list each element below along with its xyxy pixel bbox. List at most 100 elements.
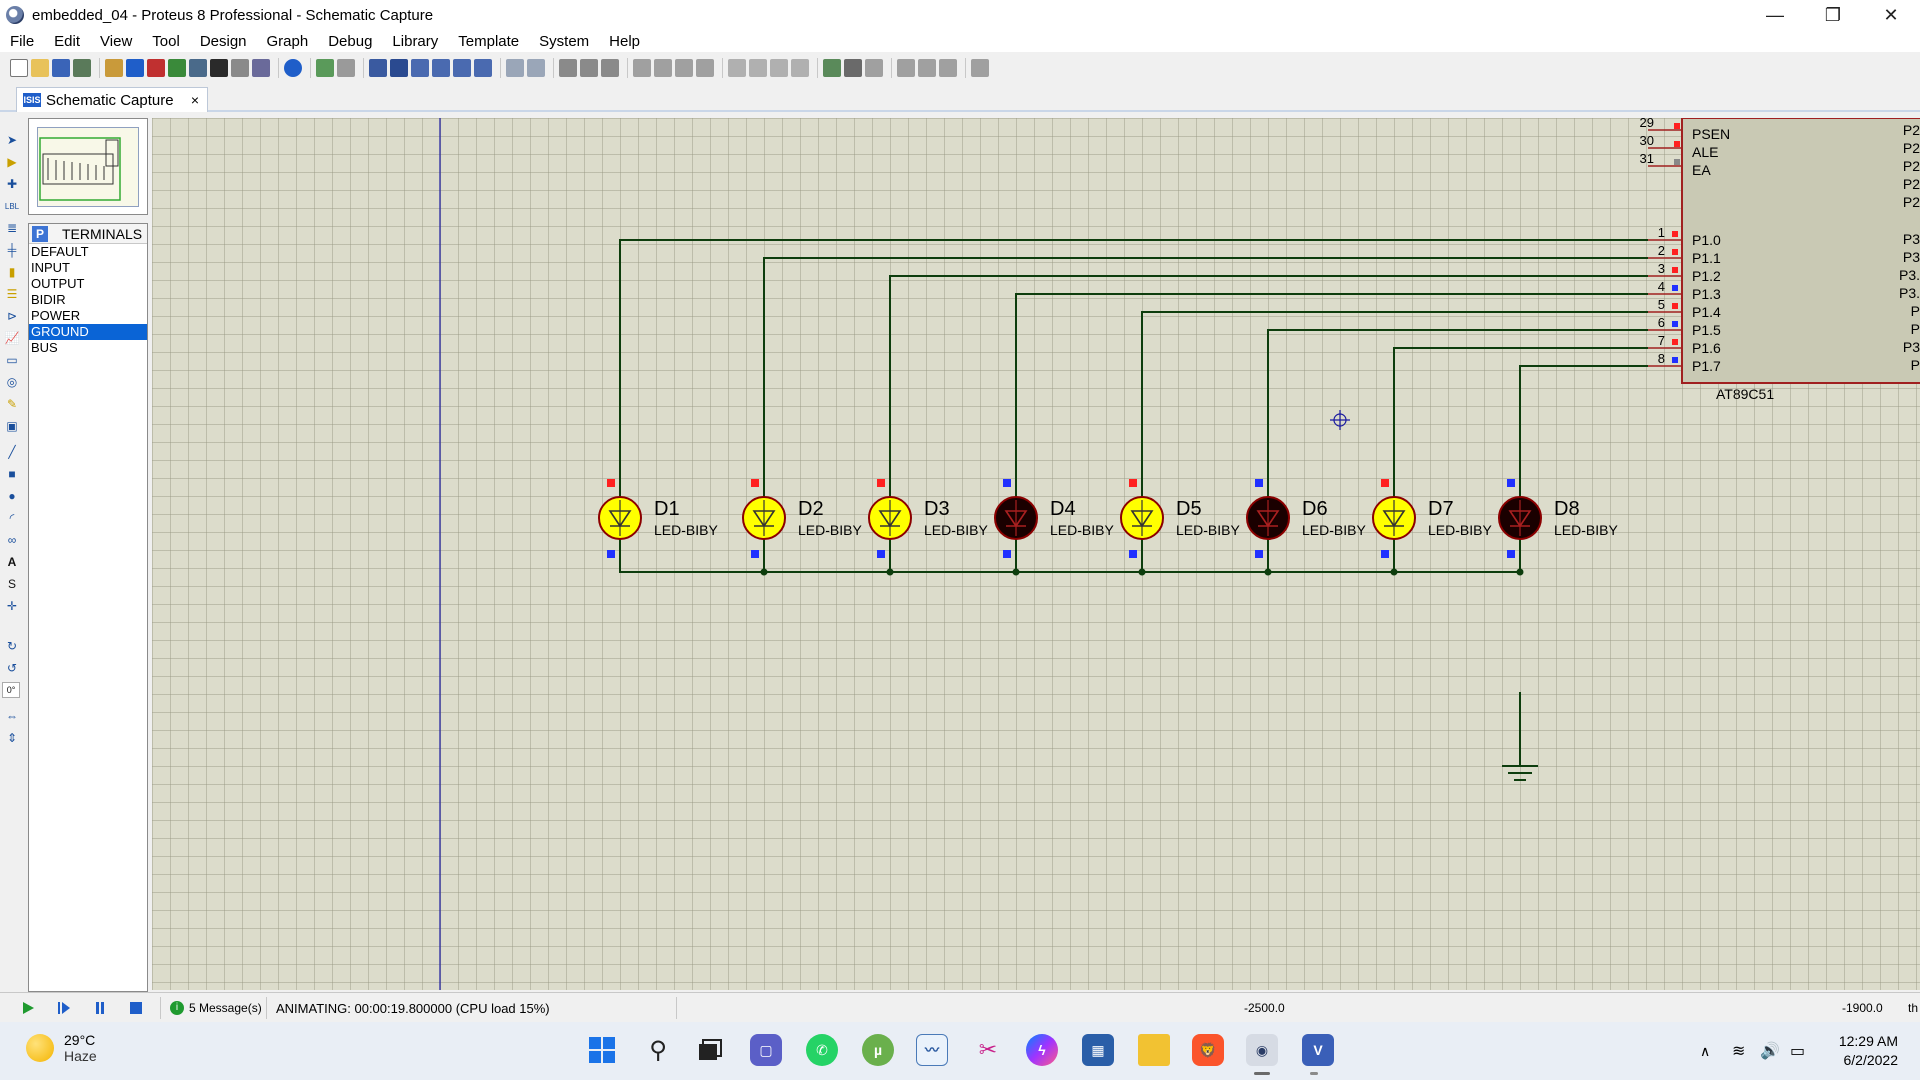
- menu-file[interactable]: File: [10, 32, 35, 50]
- virtual-instrument-icon[interactable]: ▣: [6, 419, 18, 433]
- gerber-icon[interactable]: [168, 59, 186, 77]
- new-file-icon[interactable]: [10, 59, 28, 77]
- zoom-all-icon[interactable]: [453, 59, 471, 77]
- selection-mode-icon[interactable]: ➤: [6, 133, 18, 147]
- wire-P1.0[interactable]: [619, 239, 1648, 500]
- pick-button[interactable]: P: [32, 225, 48, 242]
- origin-icon[interactable]: [369, 59, 387, 77]
- utorrent-icon[interactable]: µ: [862, 1034, 894, 1066]
- menu-edit[interactable]: Edit: [54, 32, 81, 50]
- remove-sheet-icon[interactable]: [918, 59, 936, 77]
- sim-stop-button[interactable]: [128, 993, 144, 1023]
- menu-debug[interactable]: Debug: [328, 32, 373, 50]
- refresh-icon[interactable]: [316, 59, 334, 77]
- terminal-bidir[interactable]: BIDIR: [31, 292, 66, 307]
- pcb-layout-icon[interactable]: [147, 59, 165, 77]
- terminals-mode-icon[interactable]: ☰: [6, 287, 18, 301]
- task-view-icon[interactable]: [694, 1034, 726, 1066]
- tape-recorder-icon[interactable]: ▭: [6, 353, 18, 367]
- common-cathode-wire[interactable]: [619, 536, 1520, 573]
- source-code-icon[interactable]: [210, 59, 228, 77]
- tray-overflow-icon[interactable]: ∧: [1700, 1042, 1711, 1059]
- junction-dot-icon[interactable]: ✚: [6, 177, 18, 191]
- brave-icon[interactable]: 🦁: [1192, 1034, 1224, 1066]
- zoom-area-icon[interactable]: [474, 59, 492, 77]
- mirror-x-icon[interactable]: ⇔: [6, 709, 18, 723]
- wifi-icon[interactable]: ≋: [1732, 1043, 1746, 1060]
- bus-mode-icon[interactable]: ╪: [7, 243, 17, 257]
- menu-tool[interactable]: Tool: [152, 32, 180, 50]
- block-copy-icon[interactable]: [633, 59, 651, 77]
- ground-symbol[interactable]: [1502, 692, 1538, 781]
- line-tool-icon[interactable]: ╱: [8, 445, 16, 459]
- grid-icon[interactable]: [337, 59, 355, 77]
- vivado-icon[interactable]: V: [1302, 1034, 1334, 1066]
- tab-schematic-capture[interactable]: ISIS Schematic Capture ×: [16, 87, 208, 112]
- whatsapp-icon[interactable]: ✆: [806, 1034, 838, 1066]
- sim-pause-button[interactable]: [92, 993, 108, 1023]
- block-delete-icon[interactable]: [696, 59, 714, 77]
- wire-P1.1[interactable]: [763, 257, 1648, 500]
- box-tool-icon[interactable]: ■: [8, 467, 16, 481]
- paste-icon[interactable]: [601, 59, 619, 77]
- teams-chat-icon[interactable]: ▢: [750, 1034, 782, 1066]
- make-device-icon[interactable]: [749, 59, 767, 77]
- menu-system[interactable]: System: [539, 32, 590, 50]
- copy-icon[interactable]: [580, 59, 598, 77]
- search-tag-icon[interactable]: [844, 59, 862, 77]
- minimize-button[interactable]: —: [1766, 4, 1784, 25]
- terminal-default[interactable]: DEFAULT: [31, 244, 89, 259]
- menu-view[interactable]: View: [100, 32, 133, 50]
- menu-template[interactable]: Template: [458, 32, 520, 50]
- microsoft-store-icon[interactable]: ▦: [1082, 1034, 1114, 1066]
- sim-step-button[interactable]: [56, 993, 72, 1023]
- overview-window[interactable]: [28, 118, 148, 215]
- wire-P1.2[interactable]: [889, 275, 1648, 500]
- schematic-icon[interactable]: [126, 59, 144, 77]
- monitor-app-icon[interactable]: 〰: [916, 1034, 948, 1066]
- windows-start-icon[interactable]: [586, 1034, 618, 1066]
- rotation-angle-field[interactable]: 0°: [2, 682, 20, 698]
- cut-icon[interactable]: [559, 59, 577, 77]
- terminal-output[interactable]: OUTPUT: [31, 276, 85, 291]
- menu-help[interactable]: Help: [609, 32, 641, 50]
- property-assign-icon[interactable]: [865, 59, 883, 77]
- zoom-out-icon[interactable]: [432, 59, 450, 77]
- mcu-body[interactable]: [1681, 118, 1920, 384]
- block-move-icon[interactable]: [654, 59, 672, 77]
- arc-tool-icon[interactable]: ◜: [9, 511, 15, 525]
- pan-icon[interactable]: [390, 59, 408, 77]
- undo-icon[interactable]: [506, 59, 524, 77]
- generator-icon[interactable]: ◎: [6, 375, 18, 389]
- device-pins-icon[interactable]: ⊳: [6, 309, 18, 323]
- zoom-in-icon[interactable]: [411, 59, 429, 77]
- wire-P1.7[interactable]: [1519, 365, 1648, 500]
- decompose-icon[interactable]: [791, 59, 809, 77]
- mirror-y-icon[interactable]: ⇕: [6, 731, 18, 745]
- menu-library[interactable]: Library: [392, 32, 439, 50]
- 3d-view-icon[interactable]: [189, 59, 207, 77]
- new-sheet-icon[interactable]: [897, 59, 915, 77]
- block-rotate-icon[interactable]: [675, 59, 693, 77]
- snipping-tool-icon[interactable]: ✂: [978, 1037, 998, 1062]
- messenger-icon[interactable]: ϟ: [1026, 1034, 1058, 1066]
- graph-mode-icon[interactable]: 📈: [4, 331, 20, 345]
- terminal-power[interactable]: POWER: [31, 308, 81, 323]
- component-mode-icon[interactable]: ▶: [7, 155, 17, 169]
- help-icon[interactable]: [284, 59, 302, 77]
- circle-tool-icon[interactable]: ●: [8, 489, 16, 503]
- menu-design[interactable]: Design: [199, 32, 247, 50]
- home-icon[interactable]: [105, 59, 123, 77]
- rotate-clockwise-icon[interactable]: ↻: [6, 639, 18, 653]
- system-clock[interactable]: 12:29 AM 6/2/2022: [1839, 1032, 1898, 1070]
- terminal-ground[interactable]: GROUND: [29, 324, 147, 340]
- text-tool-icon[interactable]: A: [7, 555, 17, 569]
- sim-play-button[interactable]: [20, 993, 36, 1023]
- redo-icon[interactable]: [527, 59, 545, 77]
- path-tool-icon[interactable]: ∞: [7, 533, 17, 547]
